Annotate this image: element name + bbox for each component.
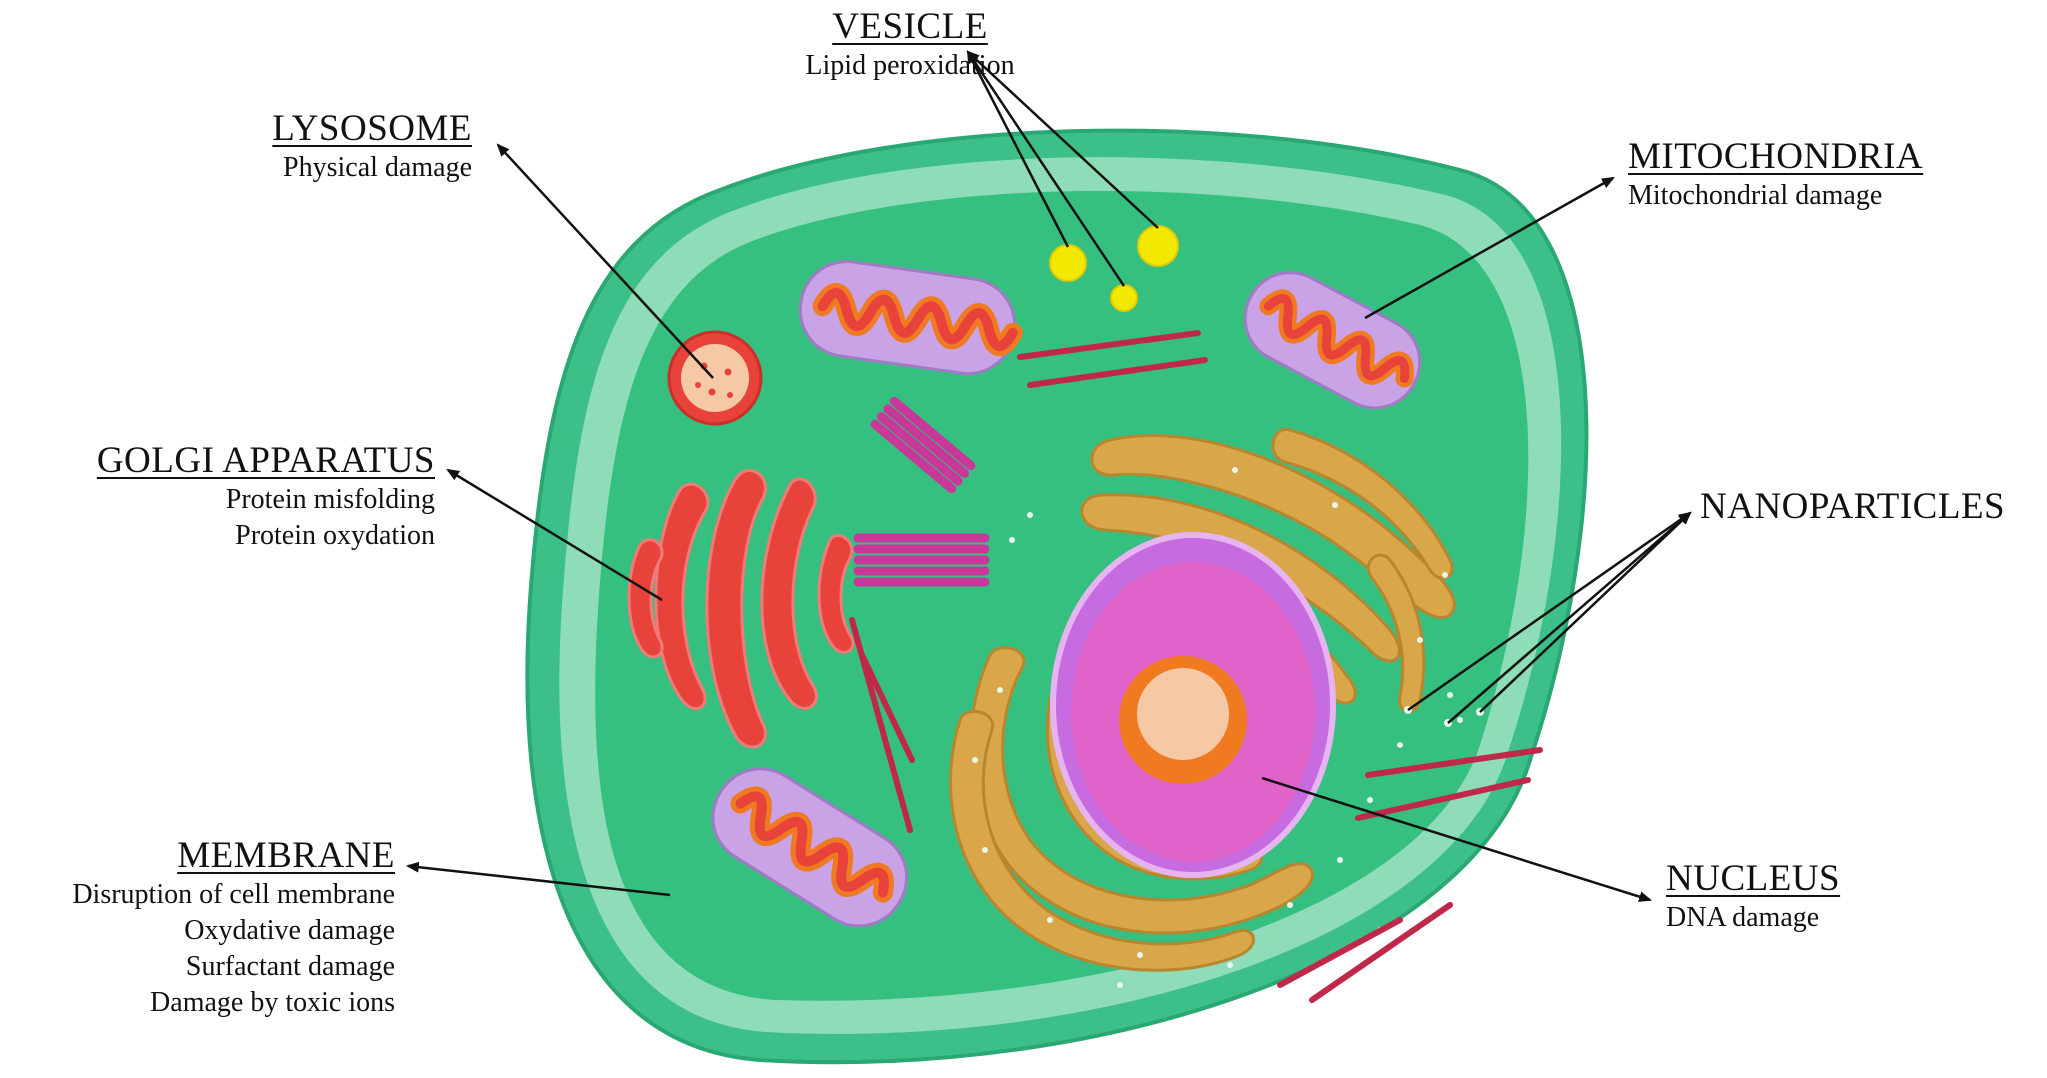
arrow-vesicle-1 [966, 50, 1070, 248]
label-lysosome-desc: Physical damage [283, 152, 472, 183]
label-mitochondria: MITOCHONDRIA Mitochondrial damage [1628, 136, 1923, 214]
arrow-lysosome [496, 143, 714, 379]
arrow-nucleus [1261, 776, 1653, 902]
label-nucleus-title: NUCLEUS [1666, 858, 1841, 899]
arrow-membrane [405, 861, 671, 897]
label-mitochondria-desc: Mitochondrial damage [1628, 180, 1883, 211]
label-membrane-desc-1: Disruption of cell membrane [72, 879, 395, 910]
arrow-nanoparticles-2 [1447, 511, 1692, 724]
label-vesicle-desc: Lipid peroxidation [805, 50, 1015, 81]
label-lysosome-title: LYSOSOME [272, 108, 472, 149]
arrow-mitochondria [1364, 176, 1615, 320]
label-membrane-desc-2: Oxydative damage [184, 915, 395, 946]
mitochondrion-top [798, 260, 1023, 376]
nucleolus-core [1137, 668, 1229, 760]
cytoskeleton-filaments [849, 330, 1543, 1003]
label-golgi: GOLGI APPARATUS Protein misfolding Prote… [20, 440, 435, 554]
vesicles [1049, 225, 1179, 312]
label-nucleus: NUCLEUS DNA damage [1666, 858, 1840, 936]
arrow-golgi [446, 468, 663, 602]
label-golgi-desc-1: Protein misfolding [225, 484, 435, 515]
mitochondrion-right [1243, 271, 1422, 410]
label-membrane-title: MEMBRANE [177, 835, 395, 876]
label-membrane-desc-3: Surfactant damage [185, 951, 395, 982]
label-vesicle: VESICLE Lipid peroxidation [700, 6, 1120, 84]
label-membrane-desc-4: Damage by toxic ions [150, 987, 395, 1018]
label-golgi-desc-2: Protein oxydation [235, 520, 435, 551]
golgi-apparatus [627, 468, 855, 749]
arrow-nanoparticles-1 [1407, 511, 1692, 712]
label-nucleus-desc: DNA damage [1666, 902, 1820, 933]
nucleus [1050, 532, 1336, 878]
label-membrane: MEMBRANE Disruption of cell membrane Oxy… [0, 835, 395, 1021]
label-nanoparticles-title: NANOPARTICLES [1700, 486, 2006, 527]
arrow-nanoparticles-3 [1479, 511, 1692, 713]
label-nanoparticles: NANOPARTICLES [1700, 486, 2005, 528]
arrow-vesicle-2 [966, 50, 1126, 287]
arrow-vesicle-3 [966, 50, 1159, 229]
annotation-arrows [405, 50, 1692, 902]
mitochondria [711, 260, 1422, 928]
label-golgi-title: GOLGI APPARATUS [96, 440, 435, 481]
centrioles [853, 396, 990, 587]
label-lysosome: LYSOSOME Physical damage [180, 108, 472, 186]
label-mitochondria-title: MITOCHONDRIA [1628, 136, 1924, 177]
mitochondrion-bottom [711, 767, 909, 928]
label-vesicle-title: VESICLE [832, 6, 988, 47]
